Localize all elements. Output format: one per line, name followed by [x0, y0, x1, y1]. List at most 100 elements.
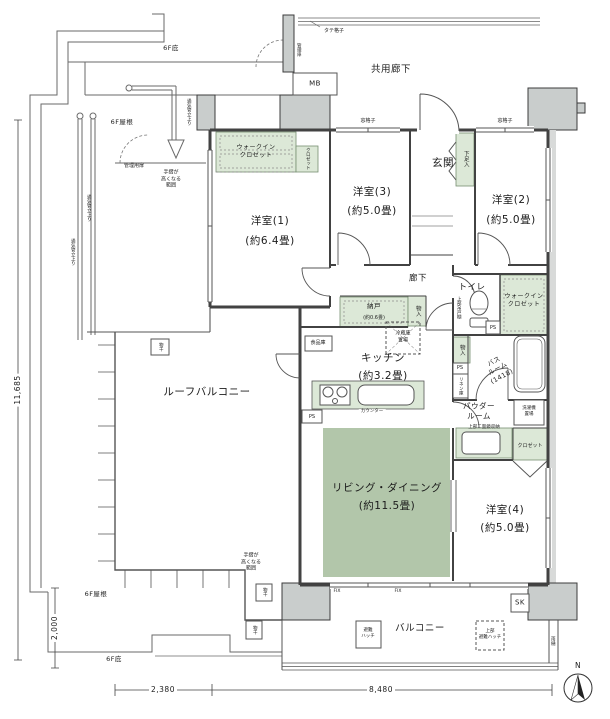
western1-name: 洋室(1) [250, 215, 290, 228]
linen-box [452, 373, 469, 399]
dim-height-lower: 2,000 [50, 614, 60, 642]
laundry-pole-label: 物干 [262, 587, 268, 597]
laundry-pole-box [150, 338, 170, 356]
eave-top-label: 6F庇 [163, 43, 179, 52]
ps-box [301, 409, 323, 424]
handrail-note-label: 手摺が 高くなる 範囲 [240, 552, 262, 572]
ps-label: PS [489, 324, 497, 331]
western2-name: 洋室(2) [491, 194, 531, 207]
outer-contour [29, 13, 283, 657]
vent-pipes [76, 84, 210, 340]
western4-size: (約5.0畳) [480, 522, 530, 535]
sink-icon [357, 384, 415, 406]
fridge-label: 冷蔵庫 置場 [395, 330, 411, 344]
closet-label: クロゼット [517, 442, 543, 449]
fridge-space-box [385, 321, 421, 355]
western3-name: 洋室(3) [352, 186, 392, 199]
door-arcs [275, 232, 511, 429]
ps-label: PS [456, 364, 464, 371]
wic-label: ウォークイン クロゼット [236, 144, 276, 159]
fix-label: FIX [392, 589, 404, 595]
washer-space-box [513, 399, 545, 426]
pantry-box [304, 335, 333, 352]
mirror-note-label: 上部二面鏡収納 [468, 425, 500, 431]
laundry-pole-label: 物干 [158, 342, 164, 352]
closet-dashes [216, 135, 545, 332]
washer-label: 洗濯機 置場 [522, 406, 536, 417]
shoe-box-doors [448, 141, 457, 181]
toilet-label: トイレ [458, 282, 486, 293]
grille-lines [298, 17, 540, 28]
vent-pipe-label: 通気管立上り [86, 194, 92, 222]
vent-pipe-label: 通気管立上り [186, 98, 192, 126]
north-label: N [574, 661, 582, 671]
rain-gutter-label: 雨樋 [550, 636, 556, 646]
balcony-rail [281, 620, 559, 671]
balcony-label: バルコニー [395, 622, 445, 634]
kitchen-name: キッチン [361, 352, 405, 365]
pillars [196, 14, 586, 621]
sk-box [510, 593, 530, 613]
roof-bottom-label: 6F屋根 [84, 589, 108, 598]
western2-size: (約5.0畳) [486, 214, 536, 227]
laundry-pole-box [255, 583, 273, 602]
toilet-icon [469, 290, 489, 328]
north-compass-icon [563, 673, 593, 703]
laundry-pole-label: 物干 [252, 625, 258, 635]
living-dining-area [323, 428, 450, 577]
service-door-label: 管理用扉 [123, 162, 145, 169]
closet-label: クロゼット [305, 147, 311, 171]
dim-height-total: 11,685 [13, 373, 23, 407]
laundry-pole-box [245, 620, 263, 640]
service-door-small-label: 管理扉 [296, 43, 302, 57]
hatch-upper-label: 上部 避難ハッチ [478, 629, 502, 640]
handrail-note-label: 手摺が 高くなる 範囲 [160, 169, 182, 189]
eave-bottom-label: 6F庇 [106, 654, 122, 663]
linen-label: リネン庫 [458, 377, 464, 395]
entrance-door [417, 93, 460, 134]
roof-top-label: 6F屋根 [110, 117, 134, 126]
hatch-box [355, 620, 382, 649]
powder-room-label: パウダー ルーム [463, 401, 495, 420]
bathtub-icon [513, 335, 546, 393]
wic-label: ウォークイン クロゼット [504, 293, 544, 308]
fixtures [150, 72, 548, 651]
nando-size: (約0.6畳) [363, 314, 385, 321]
living-dining-name: リビング・ダイニング [332, 482, 442, 495]
ps-box [485, 320, 501, 335]
ps-label: PS [308, 413, 316, 420]
common-corridor-label: 共用廊下 [370, 63, 412, 75]
mb-box [292, 72, 338, 96]
window-grille-label: 窓格子 [360, 117, 376, 124]
sk-label: SK [514, 598, 526, 607]
tate-grille-label: タテ格子 [323, 27, 345, 34]
hatch-upper-box [475, 620, 505, 651]
nando-name: 納戸 [367, 301, 381, 310]
western3-size: (約5.0畳) [347, 205, 397, 218]
roof-balcony-label: ルーフバルコニー [163, 386, 251, 399]
dim-width-left: 2,380 [149, 685, 177, 695]
closet-hanger [512, 460, 548, 478]
shoe-box-label: 下足入 [462, 150, 469, 168]
dimension-lines [14, 119, 553, 696]
monoire-label: 物入 [414, 305, 421, 317]
entrance-label: 玄関 [432, 157, 454, 170]
vanity-sink-icon [461, 431, 501, 455]
monoire-label: 物入 [458, 344, 465, 356]
mb-label: MB [309, 79, 321, 88]
window-grille-label: 窓格子 [497, 117, 513, 124]
pantry-label: 食品庫 [310, 339, 326, 346]
stove-icon [319, 384, 351, 406]
western1-size: (約6.4畳) [245, 235, 295, 248]
kitchen-size: (約3.2畳) [358, 370, 408, 383]
service-door-arcs [119, 39, 284, 164]
western4-name: 洋室(4) [485, 504, 525, 517]
roof-balcony-rail [87, 307, 282, 621]
hatch-label: 避難 ハッチ [361, 628, 375, 639]
hallway-label: 廊下 [408, 273, 428, 284]
windows [206, 126, 552, 589]
fix-label: FIX [331, 589, 343, 595]
toilet-shelf-label: 上部吊戸棚 [456, 296, 462, 320]
